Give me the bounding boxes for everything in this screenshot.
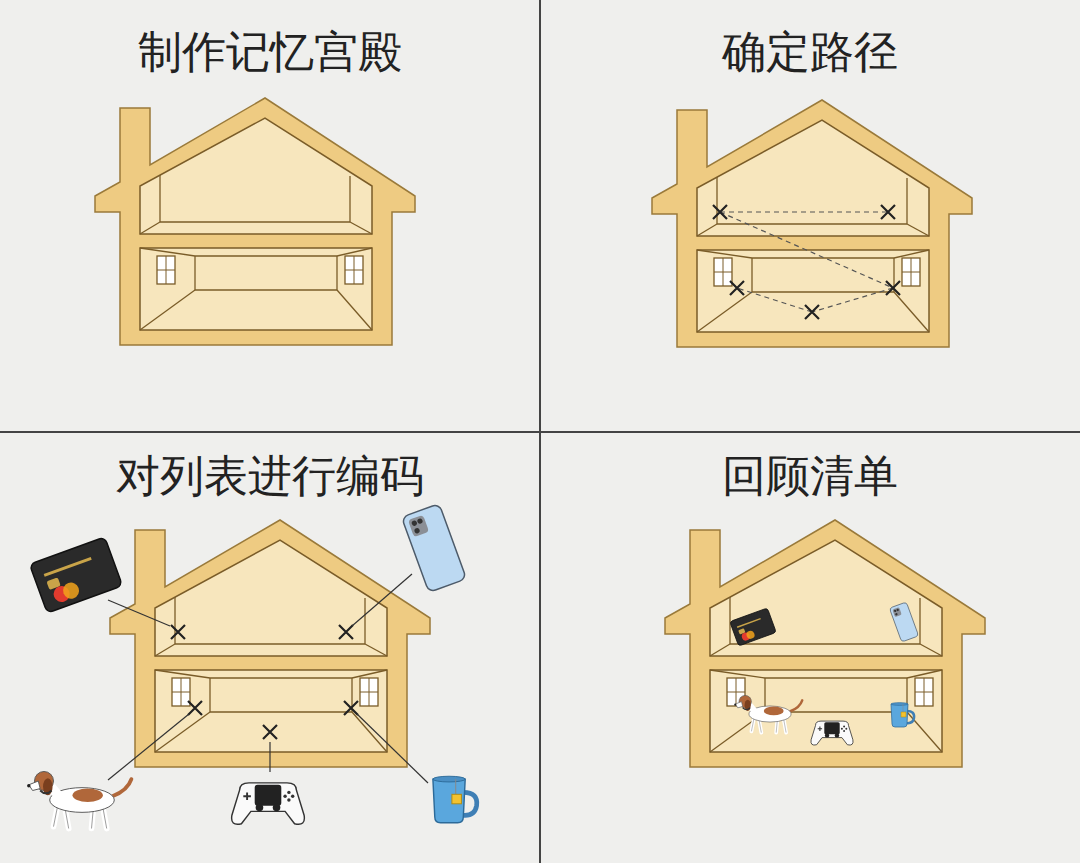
leader-line — [269, 742, 270, 772]
location-mark — [881, 205, 895, 219]
panel-title: 回顾清单 — [540, 450, 1080, 503]
location-mark — [263, 725, 277, 739]
house-drawing — [95, 98, 415, 345]
mug-icon — [891, 703, 914, 728]
route-line — [720, 211, 888, 212]
route-line — [737, 288, 812, 312]
phone-icon — [402, 504, 467, 593]
route-line — [720, 212, 893, 288]
game-controller-icon — [811, 721, 853, 745]
game-controller-icon — [232, 783, 305, 824]
panel-divider — [0, 431, 1080, 433]
leader-line — [357, 714, 428, 783]
location-mark — [886, 281, 900, 295]
leader-line — [108, 600, 170, 626]
mug-icon — [433, 776, 477, 823]
location-mark — [805, 305, 819, 319]
location-mark — [713, 205, 727, 219]
house-drawing — [665, 520, 985, 767]
location-mark — [171, 625, 185, 639]
house-drawing — [652, 100, 972, 347]
leader-line — [108, 714, 189, 780]
credit-card-icon — [30, 537, 123, 613]
location-mark — [339, 625, 353, 639]
dog-icon — [27, 772, 131, 829]
location-mark — [730, 281, 744, 295]
panel-title: 制作记忆宫殿 — [0, 26, 540, 79]
route-line — [812, 288, 893, 312]
leader-line — [352, 574, 412, 626]
location-mark — [344, 701, 358, 715]
phone-icon — [889, 602, 918, 642]
panel-title: 确定路径 — [540, 26, 1080, 79]
credit-card-icon — [730, 608, 776, 646]
house-drawing — [110, 520, 430, 767]
location-mark — [188, 701, 202, 715]
dog-icon — [734, 695, 802, 732]
panel-title: 对列表进行编码 — [0, 450, 540, 503]
